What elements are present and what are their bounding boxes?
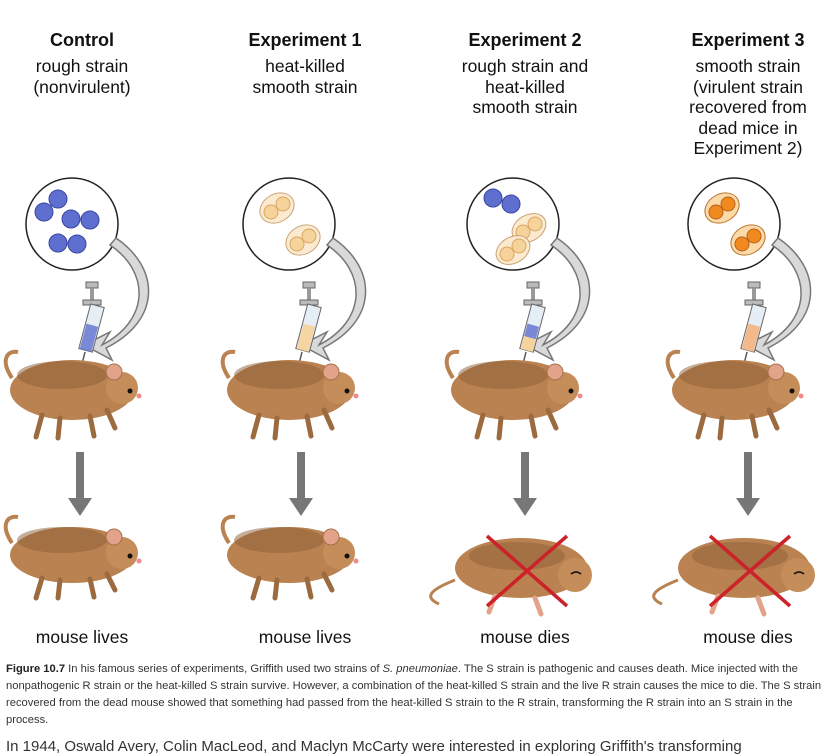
column-title: Experiment 1 — [248, 30, 362, 50]
outcome-label: mouse dies — [480, 627, 570, 647]
mouse-alive — [3, 514, 142, 601]
caption-text-before: In his famous series of experiments, Gri… — [65, 663, 383, 675]
control-illustration — [3, 177, 150, 601]
experiment-3-illustration — [652, 177, 815, 617]
column-experiment-1: Experiment 1 heat-killed smooth strain — [205, 0, 405, 660]
mouse-injected — [665, 349, 804, 441]
caption-label: Figure 10.7 — [6, 663, 66, 675]
body-paragraph: In 1944, Oswald Avery, Colin MacLeod, an… — [6, 738, 742, 755]
syringe-icon — [78, 281, 105, 373]
mouse-dead — [652, 538, 815, 617]
dead-cross-icon — [708, 534, 792, 608]
dead-cross-icon — [485, 534, 569, 608]
column-subtitle: heat-killed smooth strain — [252, 56, 358, 97]
figure-caption: Figure 10.7 In his famous series of expe… — [6, 661, 824, 729]
column-subtitle: smooth strain (virulent strain recovered… — [689, 56, 807, 158]
bacteria-circle — [242, 177, 336, 271]
curved-arrow-icon — [299, 237, 367, 362]
curved-arrow-icon — [523, 237, 591, 362]
outcome-label: mouse dies — [703, 627, 793, 647]
down-arrow-icon — [736, 452, 760, 516]
curved-arrow-icon — [744, 237, 812, 362]
column-title: Control — [50, 30, 114, 50]
column-control: Control rough strain (nonvirulent) — [0, 0, 182, 660]
outcome-label: mouse lives — [258, 627, 352, 647]
mouse-injected — [3, 349, 142, 441]
syringe-icon — [740, 281, 767, 373]
mouse-injected — [444, 349, 583, 441]
live-smooth-cells — [704, 192, 766, 256]
down-arrow-icon — [68, 452, 92, 516]
column-title: Experiment 2 — [468, 30, 582, 50]
curved-arrow-icon — [82, 237, 150, 362]
rough-strain-cells — [34, 189, 100, 254]
column-subtitle: rough strain and heat-killed smooth stra… — [461, 56, 589, 117]
mouse-injected — [220, 349, 359, 441]
heat-killed-smooth-cells — [259, 192, 321, 256]
caption-text-after: . The S strain is pathogenic and causes … — [6, 663, 822, 726]
rough-strain-cells — [483, 188, 521, 214]
syringe-icon — [519, 281, 546, 373]
down-arrow-icon — [289, 452, 313, 516]
experiment-1-illustration — [220, 177, 367, 601]
caption-species: S. pneumoniae — [382, 663, 458, 675]
outcome-label: mouse lives — [35, 627, 129, 647]
mouse-dead — [429, 538, 592, 617]
bacteria-circle — [687, 177, 781, 271]
down-arrow-icon — [513, 452, 537, 516]
experiment-2-illustration — [429, 177, 592, 617]
column-title: Experiment 3 — [691, 30, 805, 50]
syringe-icon — [295, 281, 322, 373]
column-experiment-2: Experiment 2 rough strain and heat-kille… — [425, 0, 625, 660]
column-experiment-3: Experiment 3 smooth strain (virulent str… — [648, 0, 837, 660]
heat-killed-smooth-cells — [495, 213, 547, 265]
mouse-alive — [220, 514, 359, 601]
column-subtitle: rough strain (nonvirulent) — [33, 56, 131, 97]
